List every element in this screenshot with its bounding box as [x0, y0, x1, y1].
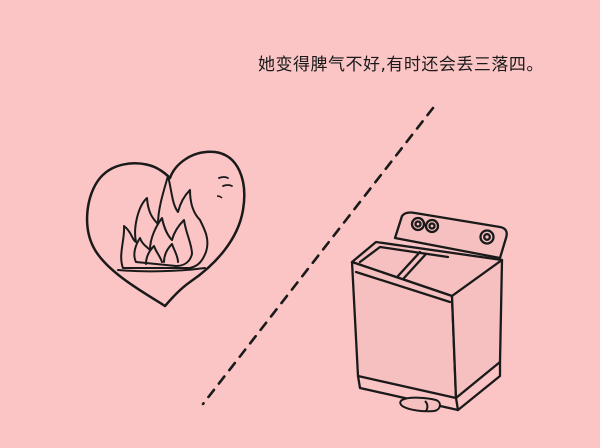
caption-text: 她变得脾气不好,有时还会丢三落四。 [258, 55, 544, 75]
dashed-divider [201, 106, 435, 406]
sock-icon [399, 396, 441, 413]
heart-icon [85, 150, 246, 308]
fire-icon [117, 175, 209, 273]
washing-machine-icon [350, 211, 508, 412]
